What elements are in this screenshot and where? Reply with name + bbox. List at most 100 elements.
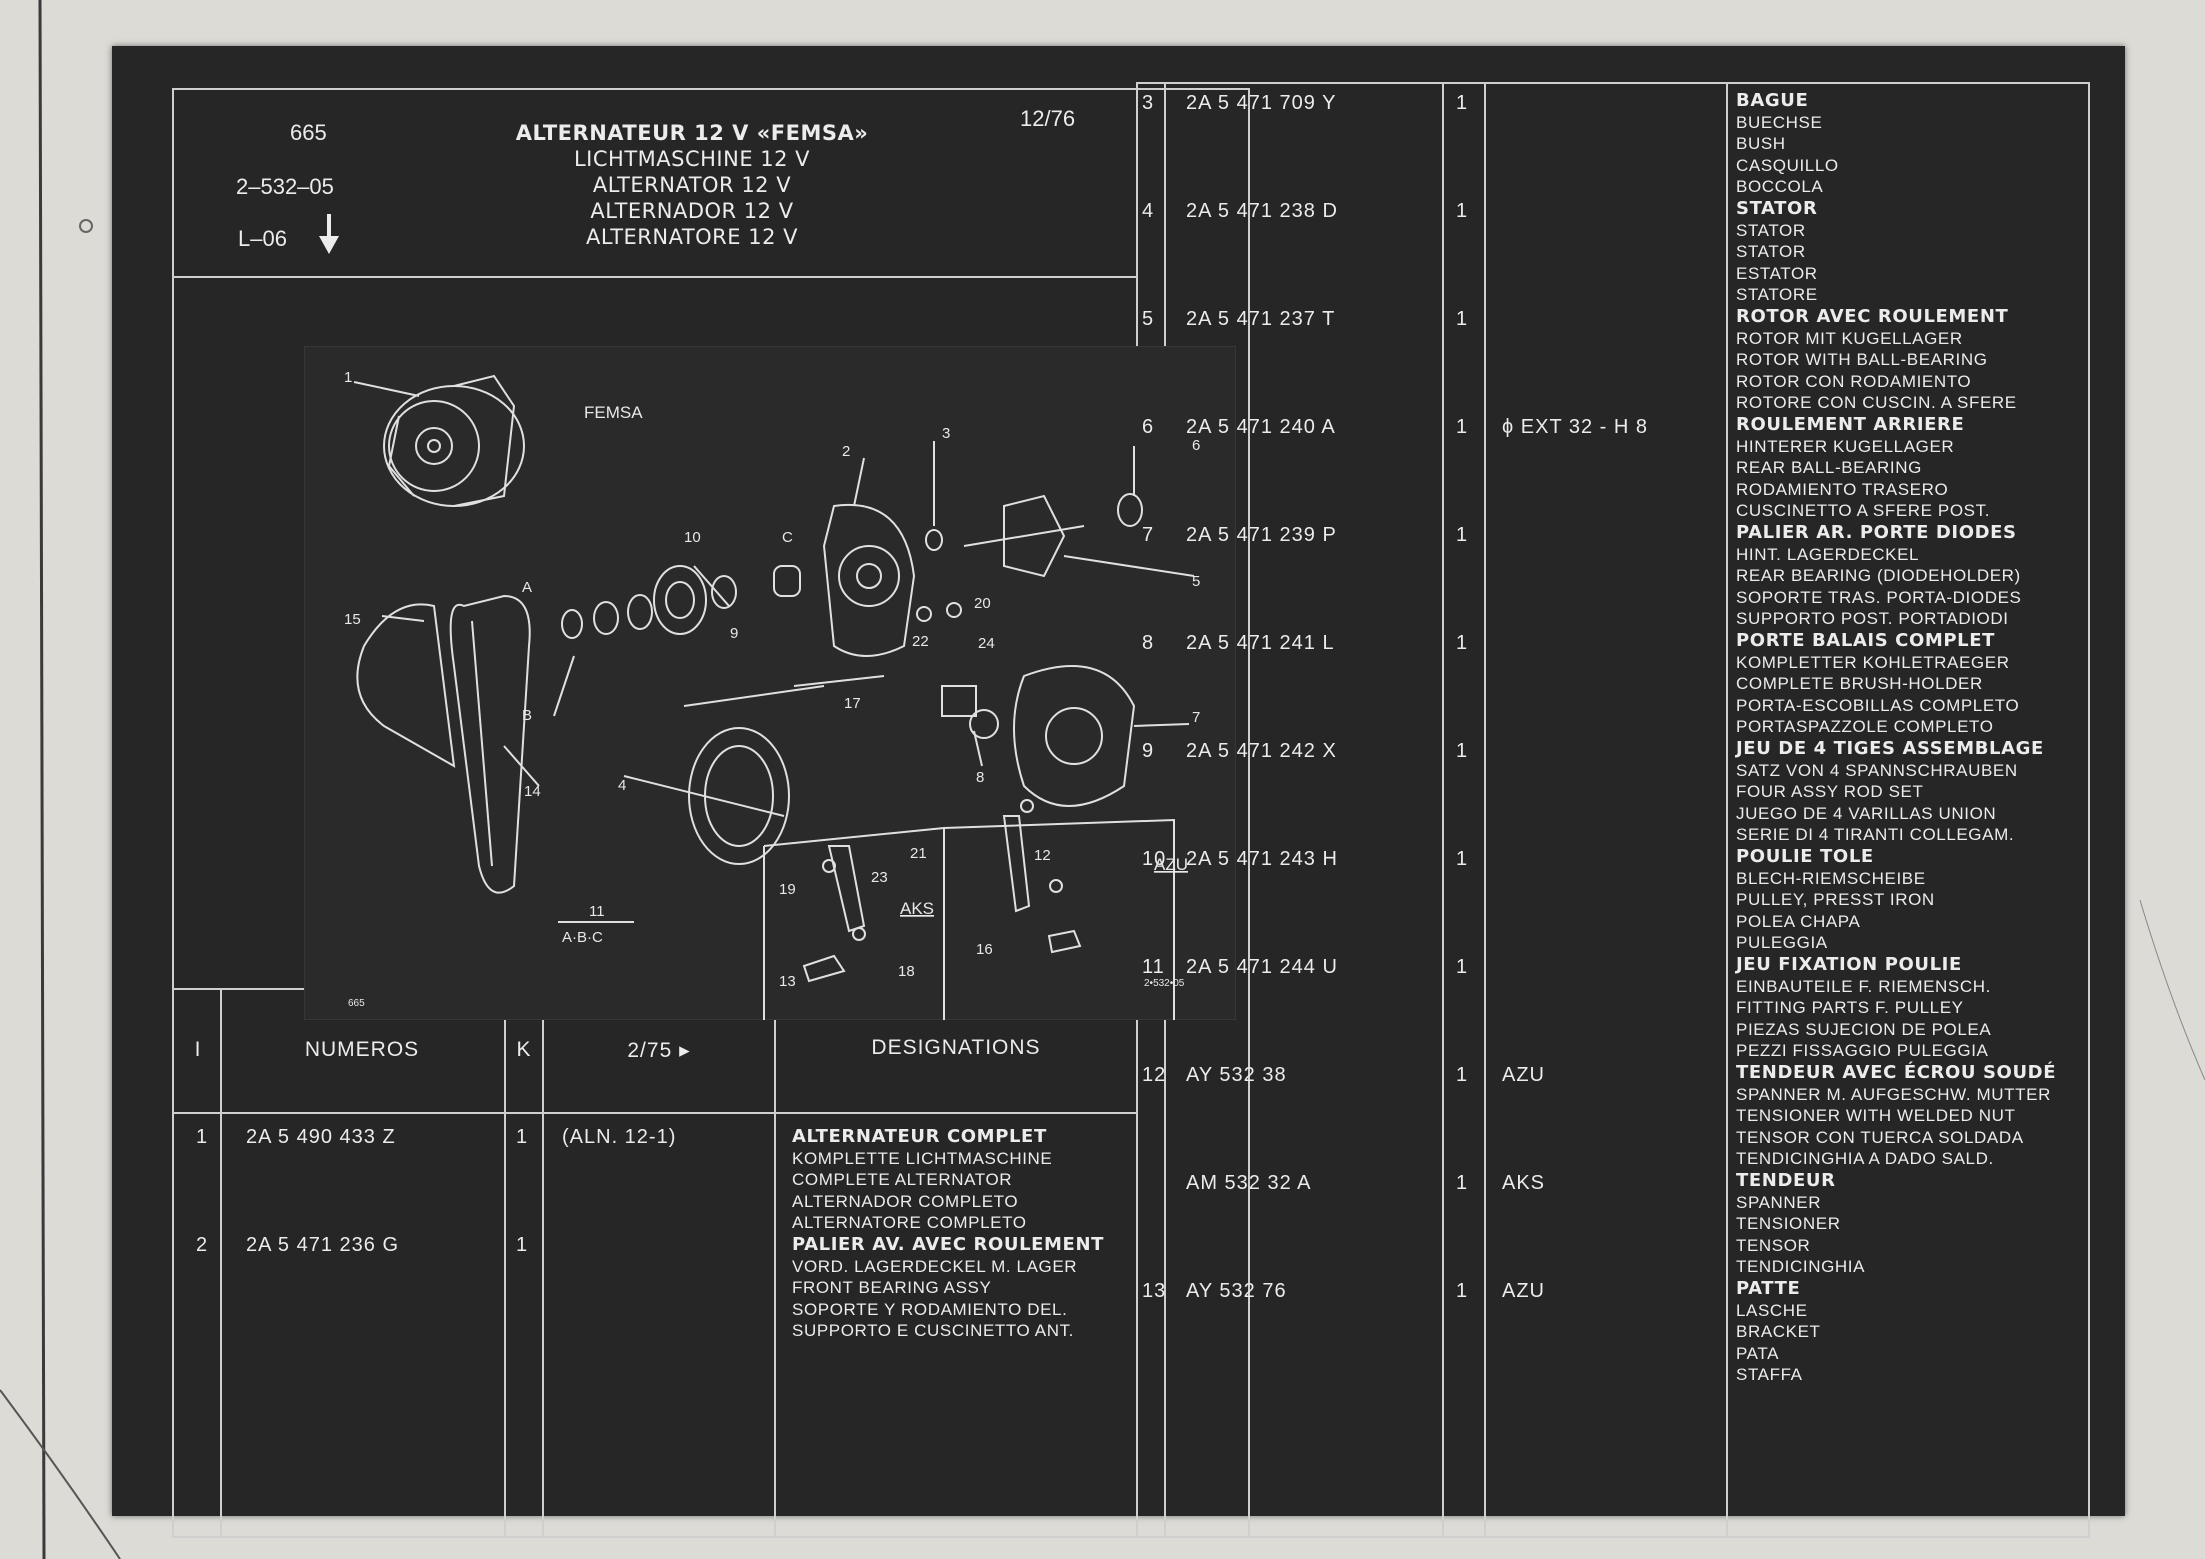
quantity: 1 (1456, 1280, 1469, 1302)
part-number: AY 532 38 (1186, 1064, 1287, 1086)
part-number: AY 532 76 (1186, 1280, 1287, 1302)
column-header-numeros: NUMEROS (304, 1038, 420, 1061)
part-number: 2A 5 471 242 X (1186, 740, 1337, 762)
part-number: 2A 5 471 236 G (246, 1234, 400, 1256)
row-position: 8 (1142, 632, 1155, 654)
callout-10: 10 (684, 529, 701, 546)
part-number: AM 532 32 A (1186, 1172, 1312, 1194)
row-position: 4 (1142, 200, 1155, 222)
designation-translation: PEZZI FISSAGGIO PULEGGIA (1736, 1041, 1989, 1060)
callout-18: 18 (898, 963, 915, 980)
title-fr: ALTERNATEUR 12 V «FEMSA» (515, 121, 869, 145)
row-position: 5 (1142, 308, 1155, 330)
row-position: 9 (1142, 740, 1155, 762)
title-en: ALTERNATOR 12 V (592, 173, 792, 197)
parts-catalog-sheet: 665 2–532–05 L–06 12/76 ALTERNATEUR 12 V… (112, 46, 2125, 1538)
level-code: L–06 (238, 226, 287, 251)
fitment-note: AZU (1502, 1064, 1545, 1086)
designation-translation: COMPLETE BRUSH-HOLDER (1736, 674, 1983, 693)
callout-a: A (522, 579, 532, 596)
callout-b: B (522, 707, 532, 724)
row-position: 3 (1142, 92, 1155, 114)
designation-translation: HINT. LAGERDECKEL (1736, 544, 1920, 564)
variant-azu-label: AZU (1154, 855, 1188, 874)
designation-translation: ESTATOR (1736, 263, 1818, 283)
row-position: 12 (1142, 1064, 1167, 1086)
designation-fr: ALTERNATEUR COMPLET (792, 1126, 1047, 1147)
fitment-note: AZU (1502, 1280, 1545, 1302)
designation-translation: POLEA CHAPA (1736, 911, 1861, 931)
callout-13: 13 (779, 973, 796, 990)
row-position: 1 (196, 1126, 209, 1148)
designation-translation: ROTOR MIT KUGELLAGER (1736, 328, 1963, 348)
designation-translation: PATA (1736, 1343, 1780, 1363)
designation-fr: JEU FIXATION POULIE (1736, 954, 1962, 975)
quantity: 1 (1456, 92, 1469, 114)
designation-translation: CUSCINETTO A SFERE POST. (1736, 501, 1991, 520)
callout-8: 8 (976, 769, 984, 786)
designation-translation: SERIE DI 4 TIRANTI COLLEGAM. (1736, 825, 2015, 844)
callout-4: 4 (618, 777, 626, 794)
designation-translation: BRACKET (1736, 1322, 1821, 1341)
issue-date: 12/76 (1020, 106, 1076, 131)
designation-translation: FOUR ASSY ROD SET (1736, 782, 1924, 801)
designation-translation: KOMPLETTER KOHLETRAEGER (1736, 652, 2010, 672)
group-callout-variants: A·B·C (562, 929, 603, 946)
callout-14: 14 (524, 783, 541, 800)
column-header-designations: DESIGNATIONS (871, 1036, 1041, 1059)
designation-fr: PORTE BALAIS COMPLET (1736, 630, 1996, 651)
designation-translation: BLECH-RIEMSCHEIBE (1736, 868, 1926, 888)
designation-translation: ROTOR CON RODAMIENTO (1736, 371, 1972, 391)
designation-fr: STATOR (1736, 198, 1818, 219)
left-frame (172, 88, 1250, 1538)
quantity: 1 (1456, 200, 1469, 222)
designation-translation: RODAMIENTO TRASERO (1736, 479, 1949, 499)
group-number: 665 (290, 120, 327, 145)
part-number: 2A 5 471 237 T (1186, 308, 1336, 330)
part-number: 2A 5 471 244 U (1186, 956, 1338, 978)
drawing-ref-code: 2•532•05 (1144, 978, 1185, 989)
quantity: 1 (1456, 524, 1469, 546)
part-number: 2A 5 471 241 L (1186, 632, 1335, 654)
designation-translation: ROTOR WITH BALL-BEARING (1736, 350, 1988, 369)
quantity: 1 (1456, 416, 1469, 438)
reference-code: 2–532–05 (236, 174, 334, 199)
column-header-k: K (516, 1038, 532, 1061)
fitment-note: ϕ EXT 32 - H 8 (1502, 416, 1648, 438)
designation-translation: REAR BALL-BEARING (1736, 458, 1922, 477)
designation-translation: SPANNER (1736, 1192, 1822, 1212)
designation-translation: PULLEY, PRESST IRON (1736, 890, 1935, 909)
designation-fr: TENDEUR AVEC ÉCROU SOUDÉ (1736, 1062, 2057, 1083)
designation-translation: EINBAUTEILE F. RIEMENSCH. (1736, 976, 1991, 996)
part-number: 2A 5 471 709 Y (1186, 92, 1337, 114)
designation-translation: FITTING PARTS F. PULLEY (1736, 998, 1964, 1017)
designation-fr: POULIE TOLE (1736, 846, 1874, 867)
designation-translation: PULEGGIA (1736, 933, 1828, 952)
designation-translation: PORTA-ESCOBILLAS COMPLETO (1736, 695, 2020, 715)
designation-translation: CASQUILLO (1736, 155, 1839, 175)
row-position: 11 (1142, 956, 1165, 978)
designation-translation: SUPPORTO POST. PORTADIODI (1736, 609, 2009, 628)
quantity: 1 (1456, 848, 1469, 870)
drawing-corner-code: 665 (348, 998, 365, 1009)
callout-12: 12 (1034, 847, 1051, 864)
alternator-assembly-illustration (383, 374, 525, 507)
designation-translation: PIEZAS SUJECION DE POLEA (1736, 1019, 1992, 1039)
quantity: 1 (1456, 308, 1469, 330)
part-number: 2A 5 471 239 P (1186, 524, 1337, 546)
designation-translation: TENDICINGHIA A DADO SALD. (1736, 1149, 1994, 1168)
designation-translation: ALTERNATORE COMPLETO (792, 1213, 1027, 1232)
callout-24: 24 (978, 635, 995, 652)
designation-fr: ROTOR AVEC ROULEMENT (1736, 306, 2009, 327)
designation-fr: PALIER AR. PORTE DIODES (1736, 522, 2017, 543)
callout-16: 16 (976, 941, 993, 958)
part-number: 2A 5 471 240 A (1186, 416, 1336, 438)
designation-translation: SPANNER M. AUFGESCHW. MUTTER (1736, 1084, 2051, 1104)
